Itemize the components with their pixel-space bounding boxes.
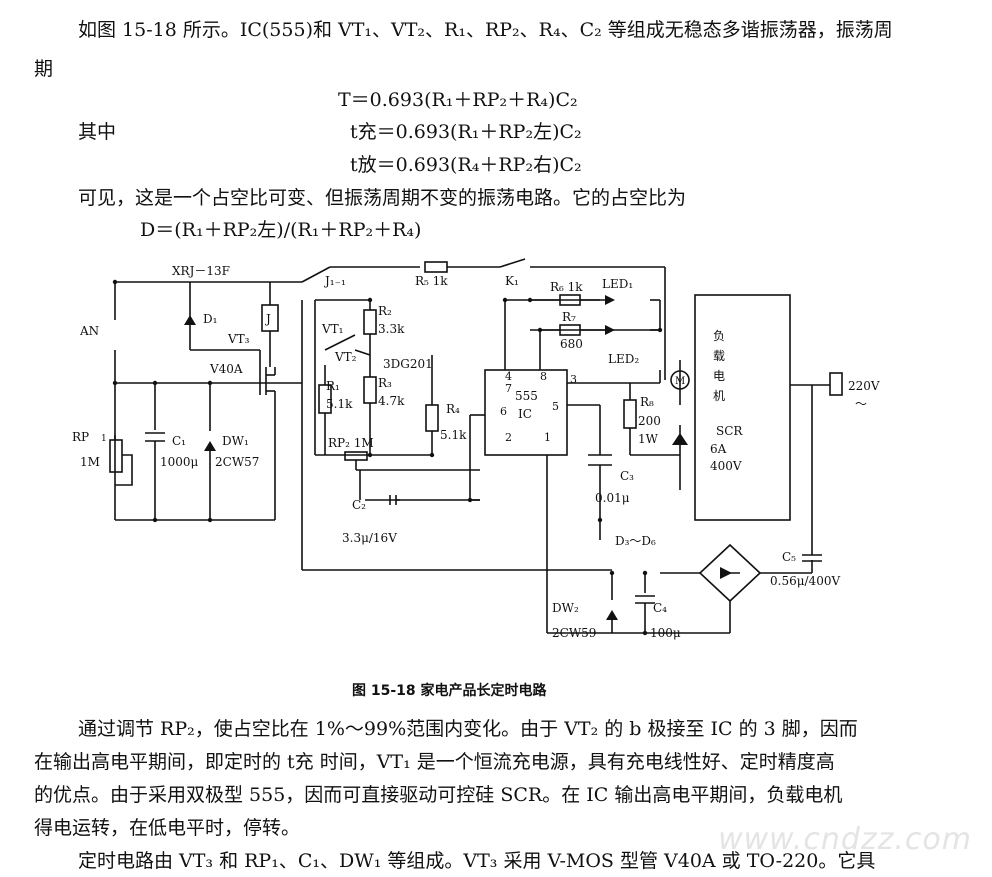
rp2-label: RP₂ 1M — [328, 436, 374, 450]
r8-label: R₈ — [640, 395, 654, 409]
c4-label: C₄ — [653, 601, 667, 615]
rp1-value: 1M — [80, 455, 100, 469]
r2-label: R₂ — [378, 304, 392, 318]
c3-label: C₃ — [620, 469, 634, 483]
c1-label: C₁ — [172, 434, 186, 448]
equation-t-discharge: t放＝0.693(R₄＋RP₂右)C₂ — [350, 154, 582, 176]
body-line-2: 在输出高电平期间，即定时的 t充 时间，VT₁ 是一个恒流充电源，具有充电线性好… — [34, 751, 835, 773]
equation-period: T＝0.693(R₁＋RP₂＋R₄)C₂ — [338, 89, 578, 111]
watermark: www.cndzz.com — [718, 822, 972, 857]
among-label: 其中 — [78, 121, 117, 143]
r8-power: 1W — [638, 432, 659, 446]
mains-voltage: 220V — [848, 379, 880, 393]
ic-name: 555 — [515, 389, 538, 403]
motor-icon: M — [675, 376, 685, 387]
pin-6: 6 — [500, 405, 507, 418]
dw2-value: 2CW59 — [552, 626, 596, 640]
pin-8: 8 — [540, 370, 547, 383]
r2-value: 3.3k — [378, 322, 405, 336]
load-char-3: 电 — [713, 369, 725, 383]
load-char-1: 负 — [713, 329, 725, 343]
visible-text: 可见，这是一个占空比可变、但振荡周期不变的振荡电路。它的占空比为 — [78, 187, 687, 209]
pin-7: 7 — [505, 382, 512, 395]
pin-4: 4 — [505, 370, 512, 383]
v40a-label: V40A — [209, 362, 243, 376]
rp1-label: RP — [72, 430, 89, 444]
r7-label: R₇ — [562, 310, 576, 324]
relay-label: XRJ－13F — [172, 264, 230, 278]
rp1-sub: 1 — [101, 434, 107, 444]
ic-sub: IC — [518, 407, 532, 421]
load-char-4: 机 — [713, 389, 725, 403]
dw1-value: 2CW57 — [215, 455, 259, 469]
vt1-label: VT₁ — [321, 322, 343, 336]
figure-caption: 图 15-18 家电产品长定时电路 — [352, 683, 547, 699]
vt3-label: VT₃ — [227, 332, 250, 346]
led1-label: LED₁ — [602, 277, 633, 291]
intro-line-2: 期 — [34, 58, 54, 80]
bridge-label: D₃～D₆ — [615, 534, 656, 548]
body-line-3: 的优点。由于采用双极型 555，因而可直接驱动可控硅 SCR。在 IC 输出高电… — [34, 784, 843, 806]
c5-value: 0.56μ/400V — [770, 574, 840, 588]
r4-label: R₄ — [446, 402, 460, 416]
pin-2: 2 — [505, 431, 512, 444]
r3-value: 4.7k — [378, 394, 405, 408]
j11-label: J₁₋₁ — [323, 274, 346, 288]
c3-value: 0.01μ — [595, 491, 630, 505]
c5-label: C₅ — [782, 550, 796, 564]
body-line-1: 通过调节 RP₂，使占空比在 1%～99%范围内变化。由于 VT₂ 的 b 极接… — [78, 718, 858, 740]
k1-label: K₁ — [505, 274, 519, 288]
vt2-label: VT₂ — [334, 350, 357, 364]
equation-duty: D＝(R₁＋RP₂左)/(R₁＋RP₂＋R₄) — [140, 219, 422, 241]
scr-current: 6A — [710, 442, 727, 456]
mains-tilde: ～ — [855, 397, 867, 411]
r5-label: R₅ 1k — [415, 274, 448, 288]
pin-1: 1 — [544, 431, 551, 444]
an-label: AN — [79, 324, 99, 338]
c2-value: 3.3μ/16V — [342, 531, 397, 545]
equation-t-charge: t充＝0.693(R₁＋RP₂左)C₂ — [350, 121, 582, 143]
scr-voltage: 400V — [710, 459, 742, 473]
scr-label: SCR — [716, 424, 743, 438]
dg-label: 3DG201 — [383, 357, 433, 371]
dw2-label: DW₂ — [552, 601, 579, 615]
led2-label: LED₂ — [608, 352, 639, 366]
r4-value: 5.1k — [440, 428, 467, 442]
r6-label: R₆ 1k — [550, 280, 583, 294]
pin-5: 5 — [552, 400, 559, 413]
body-line-5: 定时电路由 VT₃ 和 RP₁、C₁、DW₁ 等组成。VT₃ 采用 V-MOS … — [78, 850, 876, 872]
c1-value: 1000μ — [160, 455, 199, 469]
c4-value: 100μ — [650, 626, 681, 640]
j-label: J — [264, 312, 271, 326]
dw1-label: DW₁ — [222, 434, 249, 448]
r8-value: 200 — [638, 414, 661, 428]
circuit-diagram: XRJ－13F AN D₁ VT₃ J V40A J₁₋₁ R₅ 1k K₁ R… — [72, 258, 880, 640]
r7-value: 680 — [560, 337, 583, 351]
load-char-2: 载 — [713, 349, 725, 363]
body-line-4: 得电运转，在低电平时，停转。 — [34, 817, 301, 839]
intro-line-1: 如图 15-18 所示。IC(555)和 VT₁、VT₂、R₁、RP₂、R₄、C… — [78, 19, 893, 41]
c2-label: C₂ — [352, 498, 366, 512]
r1-value: 5.1k — [326, 397, 353, 411]
pin-3: 3 — [570, 373, 577, 386]
r3-label: R₃ — [378, 376, 392, 390]
d1-label: D₁ — [203, 312, 217, 326]
r1-label: R₁ — [326, 379, 340, 393]
